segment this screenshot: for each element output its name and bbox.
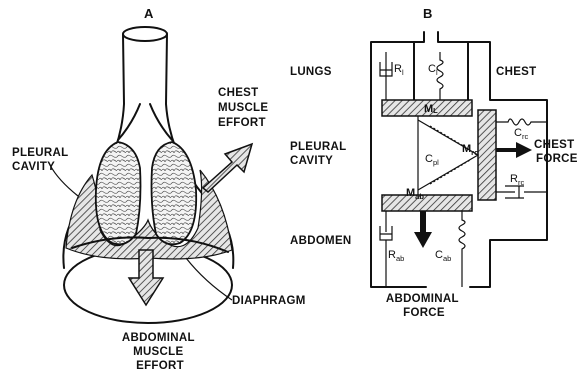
a-chest-effort-label: CHEST MUSCLE EFFORT <box>218 87 272 129</box>
resistor-r-ribcage <box>496 186 547 198</box>
b-chest-force-label: CHEST FORCE <box>534 139 578 165</box>
abdominal-force-arrow <box>414 211 432 248</box>
chest-force-arrow <box>496 142 532 158</box>
panel-b: B ML Mab Mrc <box>290 6 578 319</box>
b-lungs-label: LUNGS <box>290 66 332 78</box>
chest-effort-arrow <box>203 144 252 192</box>
sym-r-l: Rl <box>394 63 404 77</box>
panel-a: A PLEURAL CAVITY CHEST M <box>12 6 306 372</box>
bronchi <box>118 104 172 140</box>
resistor-r-lung <box>380 52 392 100</box>
sym-m-ab: Mab <box>406 187 424 201</box>
b-abdomen-label: ABDOMEN <box>290 235 352 247</box>
spring-c-ribcage <box>496 119 547 125</box>
b-chest-label: CHEST <box>496 66 536 78</box>
panel-a-label: A <box>144 6 154 21</box>
a-diaphragm-label: DIAPHRAGM <box>232 295 306 307</box>
sym-r-rc: Rrc <box>510 173 524 187</box>
sym-c-ab: Cab <box>435 249 451 263</box>
panel-b-label: B <box>423 6 432 21</box>
sym-r-ab: Rab <box>388 249 404 263</box>
right-lung <box>152 142 197 244</box>
mass-ribcage-block <box>478 110 496 200</box>
left-lung <box>96 142 141 244</box>
a-pleural-label: PLEURAL CAVITY <box>12 147 72 173</box>
sym-c-rc: Crc <box>514 127 528 141</box>
spring-c-abdomen <box>459 211 465 287</box>
sym-c-pl: Cpl <box>425 153 439 167</box>
sym-c-l: Cl <box>428 63 438 77</box>
b-abdominal-force-label: ABDOMINAL FORCE <box>386 293 462 319</box>
mass-abdomen-block <box>382 195 472 211</box>
spring-c-lung <box>437 52 443 100</box>
a-abdominal-effort-label: ABDOMINAL MUSCLE EFFORT <box>122 332 198 372</box>
diaphragm-leader <box>186 258 232 300</box>
b-pleural-label: PLEURAL CAVITY <box>290 141 350 167</box>
